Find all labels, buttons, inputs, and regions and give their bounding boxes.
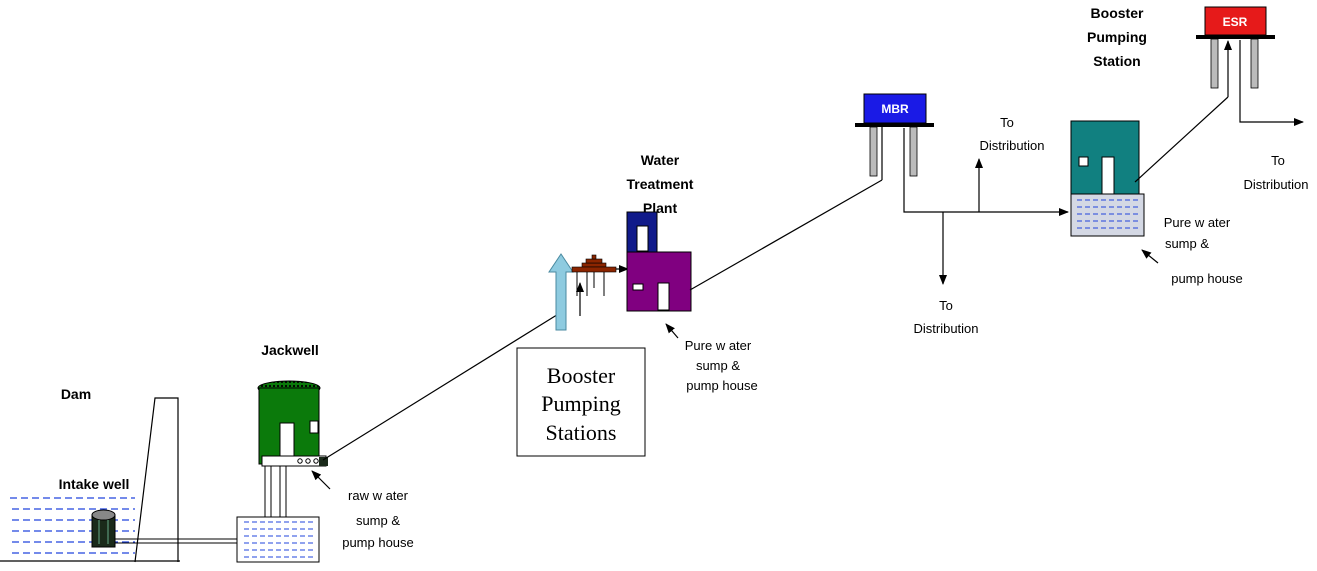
- jackwell: [257, 380, 328, 517]
- wtp-to-mbr-pipe: [689, 179, 883, 291]
- intake-well-label: Intake well: [59, 476, 130, 492]
- jackwell-window: [309, 420, 319, 434]
- booster-box-line1: Booster: [547, 363, 616, 388]
- pure-water-1-line3: pump house: [686, 378, 758, 393]
- to-distribution-2-line1: To: [939, 298, 953, 313]
- rising-main-pipe: [322, 312, 561, 461]
- raw-water-label-line1: raw w ater: [348, 488, 409, 503]
- raw-water-label-line2: sump &: [356, 513, 400, 528]
- booster-station-line3: Station: [1093, 53, 1140, 69]
- pure-water-2-line3: pump house: [1171, 271, 1243, 286]
- pure-water-2-line1: Pure w ater: [1164, 215, 1231, 230]
- mbr-outlet-pipe: [903, 128, 1069, 216]
- wtp-window: [632, 283, 644, 291]
- to-distribution-3-line2: Distribution: [1243, 177, 1308, 192]
- water-treatment-plant: [626, 211, 692, 312]
- wtp-label-line2: Treatment: [627, 176, 694, 192]
- wtp-label-line1: Water: [641, 152, 680, 168]
- reservoir: [0, 497, 180, 562]
- mbr-tank: MBR: [855, 93, 934, 177]
- booster-pumping-station: [1070, 120, 1145, 237]
- esr-label: ESR: [1223, 15, 1248, 29]
- dam-label: Dam: [61, 386, 91, 402]
- intake-well: [91, 509, 116, 548]
- pure-water-1-pointer: [665, 323, 679, 339]
- wtp-door: [657, 282, 670, 311]
- pure-water-2-pointer: [1141, 249, 1159, 264]
- esr-tank: ESR: [1196, 6, 1275, 89]
- raw-water-sump: [236, 516, 320, 563]
- booster-pump-unit: [571, 254, 617, 296]
- booster-box-line2: Pumping: [541, 391, 620, 416]
- raw-water-pointer: [311, 470, 331, 490]
- pure-water-1-line1: Pure w ater: [685, 338, 752, 353]
- booster-station-line2: Pumping: [1087, 29, 1147, 45]
- raw-water-label-line3: pump house: [342, 535, 414, 550]
- mbr-label: MBR: [881, 102, 909, 116]
- booster-station-sump: [1070, 193, 1145, 237]
- pure-water-1-line2: sump &: [696, 358, 740, 373]
- booster-stations-box: Booster Pumping Stations: [516, 347, 646, 457]
- to-distribution-2-line2: Distribution: [913, 321, 978, 336]
- dam-wall: [134, 397, 179, 563]
- jackwell-label: Jackwell: [261, 342, 319, 358]
- to-distribution-3-line1: To: [1271, 153, 1285, 168]
- to-distribution-1-line2: Distribution: [979, 138, 1044, 153]
- to-distribution-1-line1: To: [1000, 115, 1014, 130]
- esr-outlet-pipe: [1239, 40, 1304, 126]
- jackwell-pump-base: [261, 455, 327, 467]
- booster-to-esr-pipe: [1134, 96, 1229, 183]
- booster-station-line1: Booster: [1091, 5, 1144, 21]
- booster-flow-arrow: [548, 253, 574, 331]
- pure-water-2-line2: sump &: [1165, 236, 1209, 251]
- booster-box-line3: Stations: [546, 420, 617, 445]
